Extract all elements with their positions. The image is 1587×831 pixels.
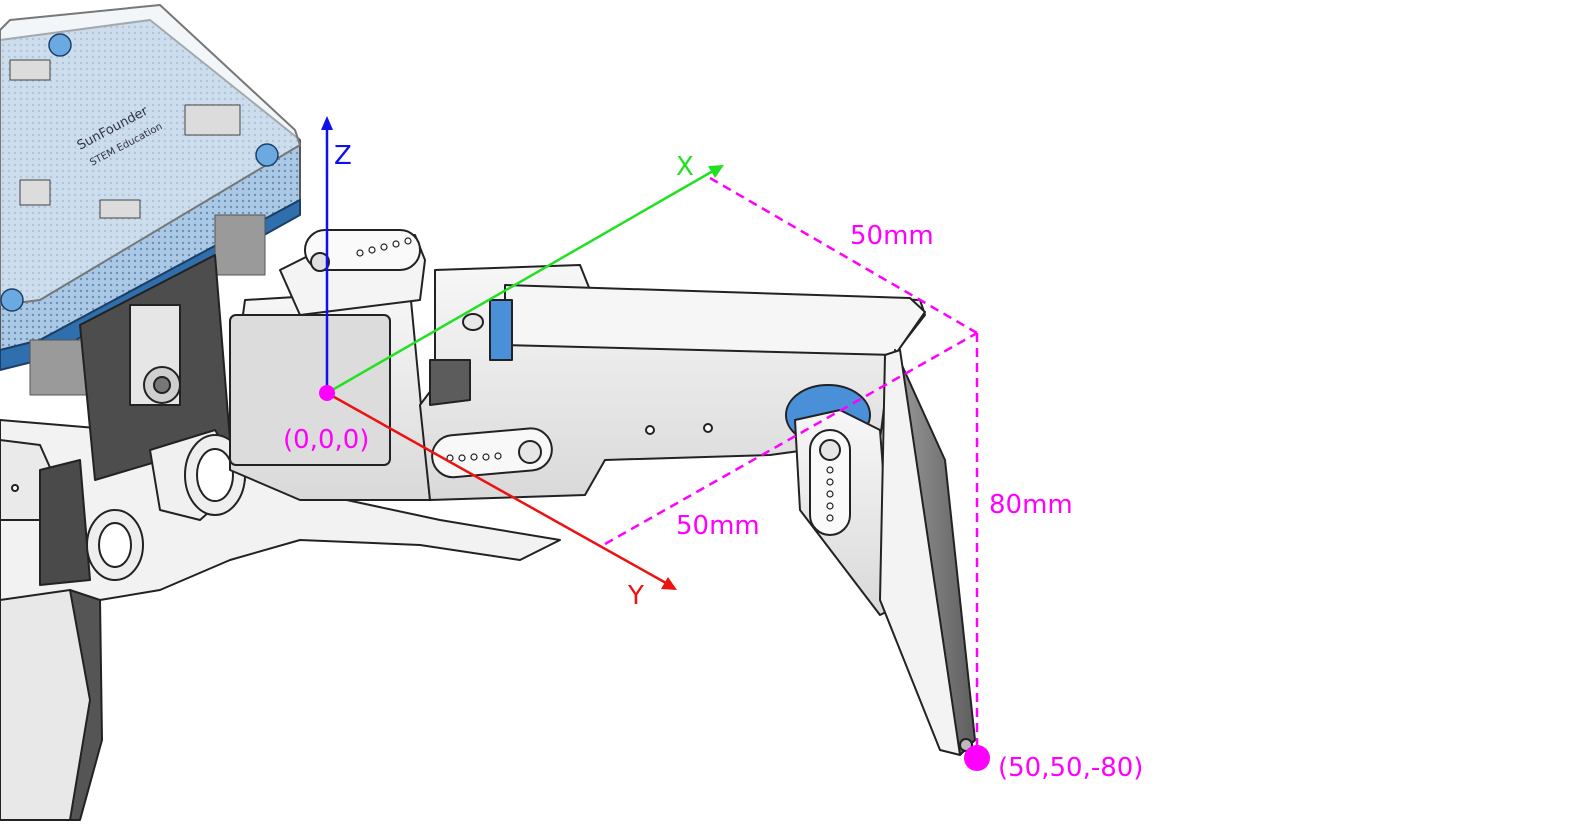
pin-headers <box>29 214 266 396</box>
origin-label: (0,0,0) <box>283 425 369 455</box>
camera-lens-inner <box>153 376 171 394</box>
femur-horn <box>431 427 553 479</box>
z-axis-arrowhead <box>321 116 333 130</box>
femur-hole <box>462 313 484 331</box>
femur-side-dark <box>429 359 471 406</box>
x-axis-label: X <box>676 152 694 182</box>
dim-z-label: 80mm <box>989 490 1073 520</box>
tibia-horn-screw <box>819 439 841 461</box>
coordinate-axes <box>321 116 724 590</box>
femur-horn-screw <box>518 440 542 464</box>
endpoint-point <box>964 745 990 771</box>
dim-y-label: 50mm <box>676 511 760 541</box>
x-axis-arrowhead <box>708 165 724 178</box>
board-components <box>9 59 241 219</box>
ultrasonic-left-inner <box>98 522 132 568</box>
tibia-horn-holes <box>826 466 834 522</box>
servo-horn-holes <box>356 237 412 257</box>
dim-x-line <box>709 176 978 335</box>
servo-body <box>229 314 391 466</box>
left-servo-hole <box>11 484 19 492</box>
femur-screw-2 <box>703 423 713 433</box>
upper-leg <box>419 264 926 501</box>
dim-y-line <box>604 331 978 546</box>
case-screws <box>0 33 279 312</box>
x-axis-line <box>325 169 715 395</box>
femur-screw-1 <box>645 425 655 435</box>
servo-horn-screw <box>310 252 330 272</box>
origin-point <box>319 385 335 401</box>
femur-horn-holes <box>446 452 502 462</box>
dimension-lines <box>604 176 979 758</box>
servo-horn-arm <box>304 229 421 271</box>
z-axis-label: Z <box>334 141 352 171</box>
y-axis-line <box>325 391 668 585</box>
clear-case-top <box>0 4 301 306</box>
foot-blade-light <box>879 349 961 756</box>
ultrasonic-right-inner <box>196 448 234 502</box>
endpoint-label: (50,50,-80) <box>998 753 1143 783</box>
dark-bracket <box>39 459 91 586</box>
y-axis-label: Y <box>627 581 644 611</box>
femur-blue-accent <box>489 299 513 361</box>
front-leg-shadow <box>69 589 103 821</box>
y-axis-arrowhead <box>661 577 677 590</box>
lower-leg <box>785 349 976 756</box>
robot-body: SunFounder STEM Education <box>0 4 561 821</box>
dim-x-label: 50mm <box>850 221 934 251</box>
femur-top-face <box>504 284 926 356</box>
